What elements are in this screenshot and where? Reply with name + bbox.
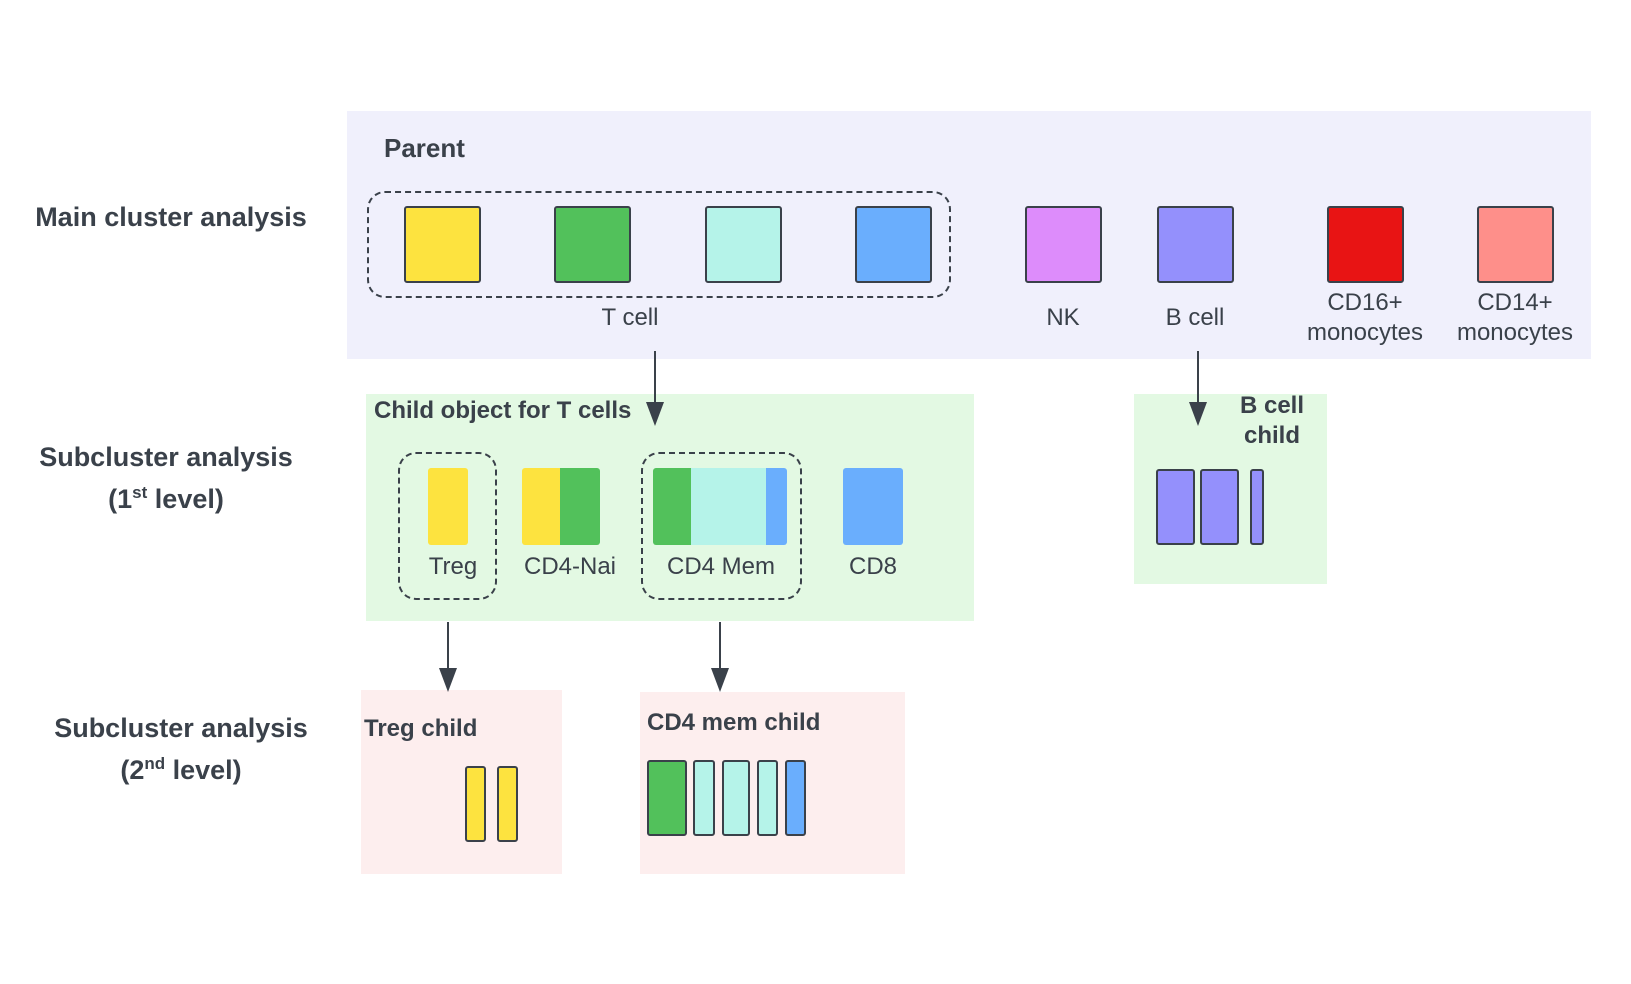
level-suffix: level) bbox=[147, 484, 224, 514]
arrow-treg-to-child bbox=[439, 622, 457, 692]
level-suffix: level) bbox=[165, 755, 242, 785]
b-cell-subcluster-3 bbox=[1250, 469, 1264, 545]
b-cell-child-title-line2: child bbox=[1243, 422, 1300, 449]
t-cell-cluster-yellow bbox=[404, 206, 481, 283]
cd4-mem-bar bbox=[653, 468, 787, 545]
cd4-mem-label: CD4 Mem bbox=[666, 553, 775, 580]
t-cell-child-title: Child object for T cells bbox=[374, 397, 632, 424]
b-cell-cluster bbox=[1157, 206, 1234, 283]
b-cell-subcluster-2 bbox=[1200, 469, 1239, 545]
cd16-line2: monocytes bbox=[1306, 319, 1424, 346]
cd4-mem-group-outline bbox=[641, 452, 802, 600]
t-cell-label: T cell bbox=[601, 304, 659, 331]
t-cell-cluster-cyan bbox=[705, 206, 782, 283]
cd8-label: CD8 bbox=[848, 553, 897, 580]
b-cell-child-title: B cell child bbox=[1222, 391, 1322, 451]
cd4-mem-green-segment bbox=[653, 468, 691, 545]
level-superscript: nd bbox=[144, 754, 166, 773]
row-label-main: Main cluster analysis bbox=[20, 200, 322, 235]
b-cell-child-title-line1: B cell bbox=[1239, 392, 1305, 419]
cd4-nai-yellow-segment bbox=[522, 468, 560, 545]
t-cell-cluster-green bbox=[554, 206, 631, 283]
cd4-mem-cyan-segment bbox=[691, 468, 766, 545]
row-label-subcluster-2-line1: Subcluster analysis bbox=[54, 713, 308, 743]
row-label-subcluster-1-line1: Subcluster analysis bbox=[39, 442, 293, 472]
cd4-mem-subcluster-cyan-3 bbox=[757, 760, 778, 836]
cd14-line1: CD14+ bbox=[1477, 289, 1553, 316]
level-prefix: (2 bbox=[120, 755, 145, 785]
treg-subcluster-2 bbox=[497, 766, 518, 842]
cd4-mem-subcluster-green bbox=[647, 760, 687, 836]
treg-label: Treg bbox=[428, 553, 478, 580]
arrow-cd4-mem-to-child bbox=[711, 622, 729, 692]
cd14-monocytes-cluster bbox=[1477, 206, 1554, 283]
cd4-mem-blue-segment bbox=[766, 468, 787, 545]
row-label-subcluster-2-line2: (2nd level) bbox=[30, 746, 332, 788]
treg-subcluster-1 bbox=[465, 766, 486, 842]
cd4-mem-subcluster-cyan-2 bbox=[722, 760, 750, 836]
treg-child-title: Treg child bbox=[364, 715, 478, 742]
treg-child-panel bbox=[361, 690, 562, 874]
row-label-main-text: Main cluster analysis bbox=[35, 202, 307, 232]
row-label-subcluster-2: Subcluster analysis (2nd level) bbox=[30, 711, 332, 788]
cd16-monocytes-cluster bbox=[1327, 206, 1404, 283]
cd4-mem-subcluster-cyan-1 bbox=[693, 760, 715, 836]
t-cell-group-outline bbox=[367, 191, 951, 298]
row-label-subcluster-1-line2: (1st level) bbox=[20, 475, 312, 517]
cd4-nai-bar bbox=[522, 468, 600, 545]
b-cell-label: B cell bbox=[1165, 304, 1225, 331]
cd4-nai-green-segment bbox=[560, 468, 600, 545]
nk-label: NK bbox=[1046, 304, 1080, 331]
cd14-line2: monocytes bbox=[1456, 319, 1574, 346]
level-superscript: st bbox=[132, 483, 148, 502]
cd14-monocytes-label: CD14+ monocytes bbox=[1455, 288, 1575, 348]
treg-group-outline bbox=[398, 452, 497, 600]
cd16-line1: CD16+ bbox=[1327, 289, 1403, 316]
cd4-mem-subcluster-blue bbox=[785, 760, 806, 836]
cd4-nai-label: CD4-Nai bbox=[523, 553, 616, 580]
level-prefix: (1 bbox=[108, 484, 133, 514]
arrow-t-cell-to-child bbox=[646, 351, 664, 426]
nk-cluster bbox=[1025, 206, 1102, 283]
treg-bar bbox=[428, 468, 468, 545]
cd16-monocytes-label: CD16+ monocytes bbox=[1305, 288, 1425, 348]
row-label-subcluster-1: Subcluster analysis (1st level) bbox=[20, 440, 312, 517]
t-cell-cluster-blue bbox=[855, 206, 932, 283]
b-cell-subcluster-1 bbox=[1156, 469, 1195, 545]
cd8-bar bbox=[843, 468, 903, 545]
arrow-b-cell-to-child bbox=[1189, 351, 1207, 426]
parent-title: Parent bbox=[384, 133, 465, 163]
cd4-mem-child-title: CD4 mem child bbox=[647, 709, 821, 736]
